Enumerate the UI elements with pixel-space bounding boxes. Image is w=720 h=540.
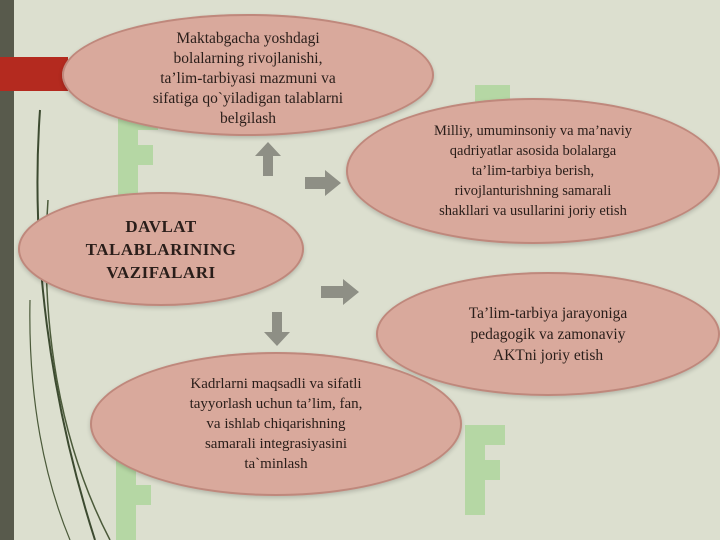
center-oval: DAVLAT TALABLARINING VAZIFALARI — [18, 192, 304, 306]
arrow-down-icon — [264, 312, 290, 346]
arrow-right-icon — [321, 279, 359, 305]
task-oval-bottom: Kadrlarni maqsadli va sifatli tayyorlash… — [90, 352, 462, 496]
center-title: DAVLAT TALABLARINING VAZIFALARI — [85, 216, 237, 282]
task-text-mid-right: Ta’lim-tarbiya jarayoniga pedagogik va z… — [468, 304, 628, 364]
red-accent-tab — [0, 57, 68, 91]
task-oval-top: Maktabgacha yoshdagi bolalarning rivojla… — [62, 14, 434, 136]
watermark-logo-icon — [118, 110, 158, 200]
left-accent-bar — [0, 0, 14, 540]
watermark-logo-icon — [465, 425, 505, 515]
task-oval-mid-right: Ta’lim-tarbiya jarayoniga pedagogik va z… — [376, 272, 720, 396]
task-text-top: Maktabgacha yoshdagi bolalarning rivojla… — [152, 30, 344, 127]
watermark-logo-icon — [116, 450, 156, 540]
task-oval-right: Milliy, umuminsoniy va ma’naviy qadriyat… — [346, 98, 720, 244]
arrow-right-icon — [305, 170, 341, 196]
task-text-bottom: Kadrlarni maqsadli va sifatli tayyorlash… — [189, 376, 363, 472]
task-text-right: Milliy, umuminsoniy va ma’naviy qadriyat… — [433, 123, 632, 219]
arrow-up-icon — [255, 142, 281, 176]
